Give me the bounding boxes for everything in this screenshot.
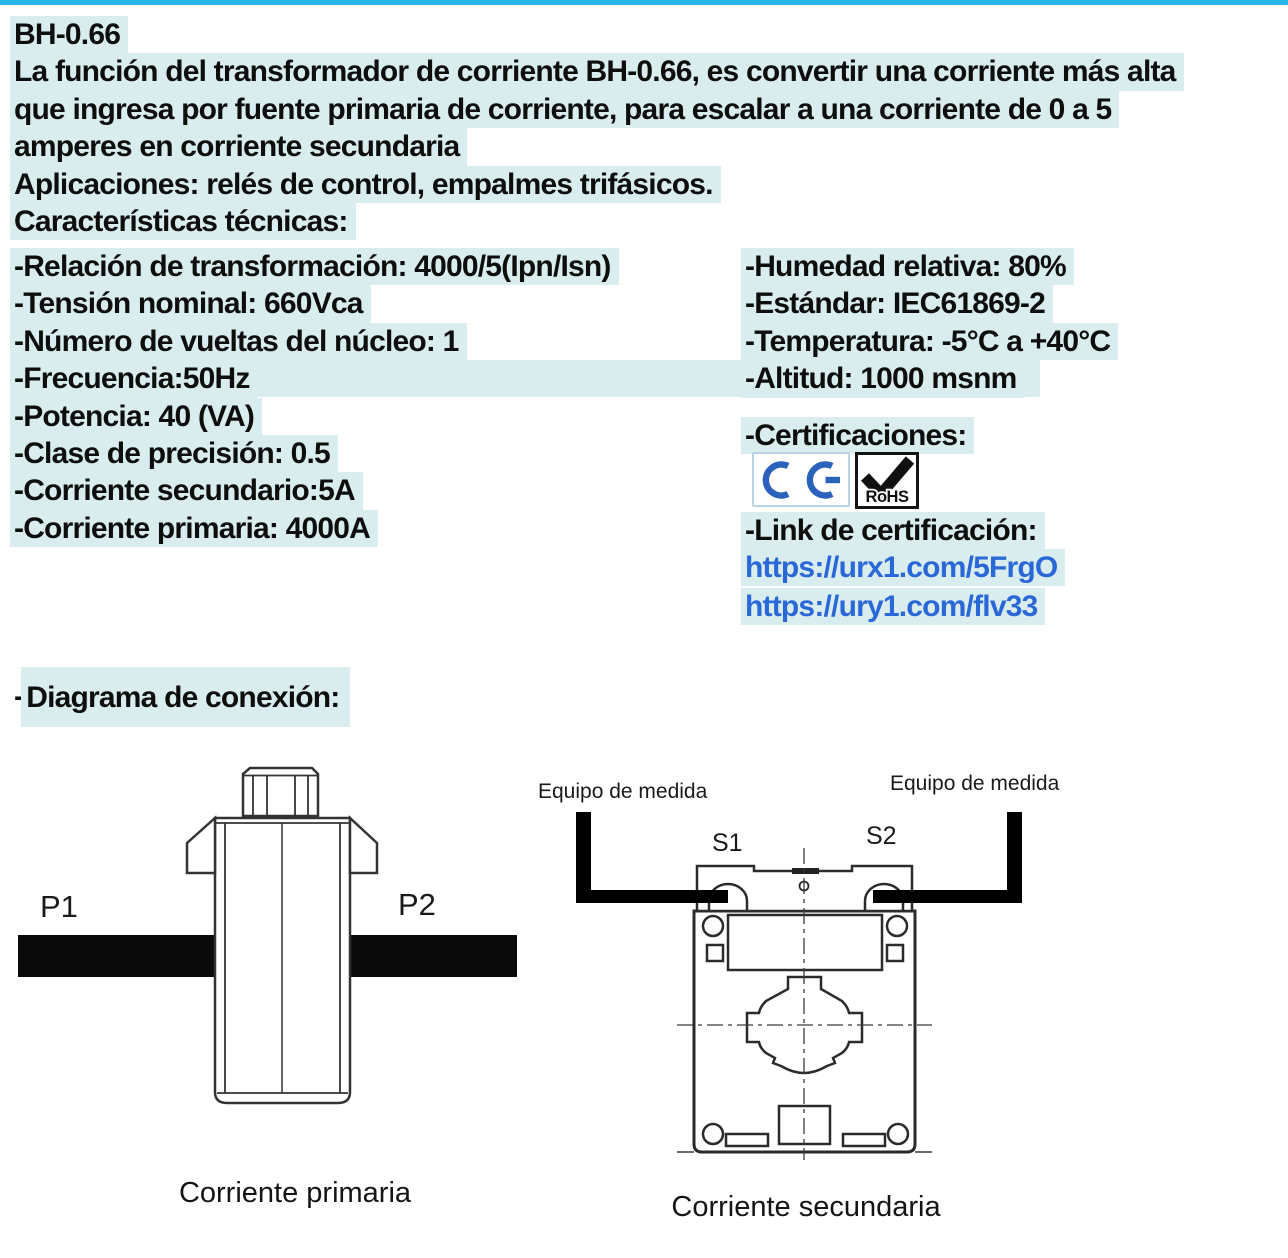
certifications-label: -Certificaciones: — [741, 417, 975, 455]
diagram-heading: Diagrama de conexión: — [21, 667, 350, 727]
secondary-terminal-s2: S2 — [866, 822, 897, 850]
lead-right-vertical — [1007, 812, 1022, 903]
description-line-1: La función del transformador de corrient… — [10, 53, 1184, 91]
applications-line: Aplicaciones: relés de control, empalmes… — [10, 165, 721, 203]
tech-heading: Características técnicas: — [10, 202, 356, 241]
diagram-heading-row: -Diagrama de conexión: — [14, 667, 350, 727]
spec-estandar: -Estándar: IEC61869-2 — [741, 285, 1054, 323]
lead-left-horizontal — [576, 890, 728, 903]
lead-right-horizontal — [873, 890, 1022, 903]
specs-left-column: -Relación de transformación: 4000/5(Ipn/… — [10, 248, 619, 548]
top-tab — [792, 868, 819, 874]
rohs-icon: RoHS — [855, 452, 919, 509]
rohs-label: RoHS — [866, 488, 909, 506]
cert-links: https://urx1.com/5FrgO https://ury1.com/… — [741, 549, 1066, 626]
primary-current-diagram — [18, 766, 517, 1105]
spec-potencia: -Potencia: 40 (VA) — [10, 397, 263, 435]
ce-mark-icon — [752, 452, 850, 507]
cert-link-label: -Link de certificación: — [741, 512, 1045, 550]
spec-humedad: -Humedad relativa: 80% — [741, 248, 1074, 286]
equipo-medida-left-label: Equipo de medida — [538, 780, 708, 803]
description-line-2: que ingresa por fuente primaria de corri… — [10, 90, 1120, 129]
primary-terminal-p1: P1 — [40, 889, 78, 924]
spec-corriente-primaria: -Corriente primaria: 4000A — [10, 509, 379, 548]
spec-relacion: -Relación de transformación: 4000/5(Ipn/… — [10, 248, 619, 286]
intro-block: BH-0.66 La función del transformador de … — [10, 16, 1184, 241]
cert-link-2[interactable]: https://ury1.com/flv33 — [741, 587, 1046, 626]
spec-tension: -Tensión nominal: 660Vca — [10, 285, 371, 323]
top-accent-bar — [0, 0, 1288, 5]
spec-frecuencia: -Frecuencia:50Hz — [10, 360, 258, 398]
cert-link-label-row: -Link de certificación: — [741, 512, 1045, 550]
spec-corriente-secundario: -Corriente secundario:5A — [10, 472, 363, 510]
page-title: BH-0.66 — [10, 16, 129, 54]
description-line-3: amperes en corriente secundaria — [10, 128, 468, 166]
primary-terminal-p2: P2 — [398, 887, 436, 922]
spec-temperatura: -Temperatura: -5°C a +40°C — [741, 322, 1119, 361]
certifications-label-row: -Certificaciones: — [741, 417, 975, 455]
equipo-medida-right-label: Equipo de medida — [890, 772, 1060, 795]
spec-altitud: -Altitud: 1000 msnm — [741, 360, 1025, 398]
diagram-heading-dash: - — [14, 680, 24, 713]
secondary-terminal-s1: S1 — [712, 829, 743, 857]
certification-icons: RoHS — [752, 452, 919, 509]
secondary-current-diagram — [576, 812, 1022, 1160]
cert-link-1[interactable]: https://urx1.com/5FrgO — [741, 549, 1066, 587]
lead-left-vertical — [576, 812, 591, 903]
primary-caption: Corriente primaria — [178, 1177, 412, 1209]
spec-vueltas: -Número de vueltas del núcleo: 1 — [10, 322, 467, 361]
specs-right-column: -Humedad relativa: 80% -Estándar: IEC618… — [741, 248, 1119, 398]
secondary-caption: Corriente secundaria — [671, 1191, 941, 1223]
spec-clase: -Clase de precisión: 0.5 — [10, 434, 338, 473]
